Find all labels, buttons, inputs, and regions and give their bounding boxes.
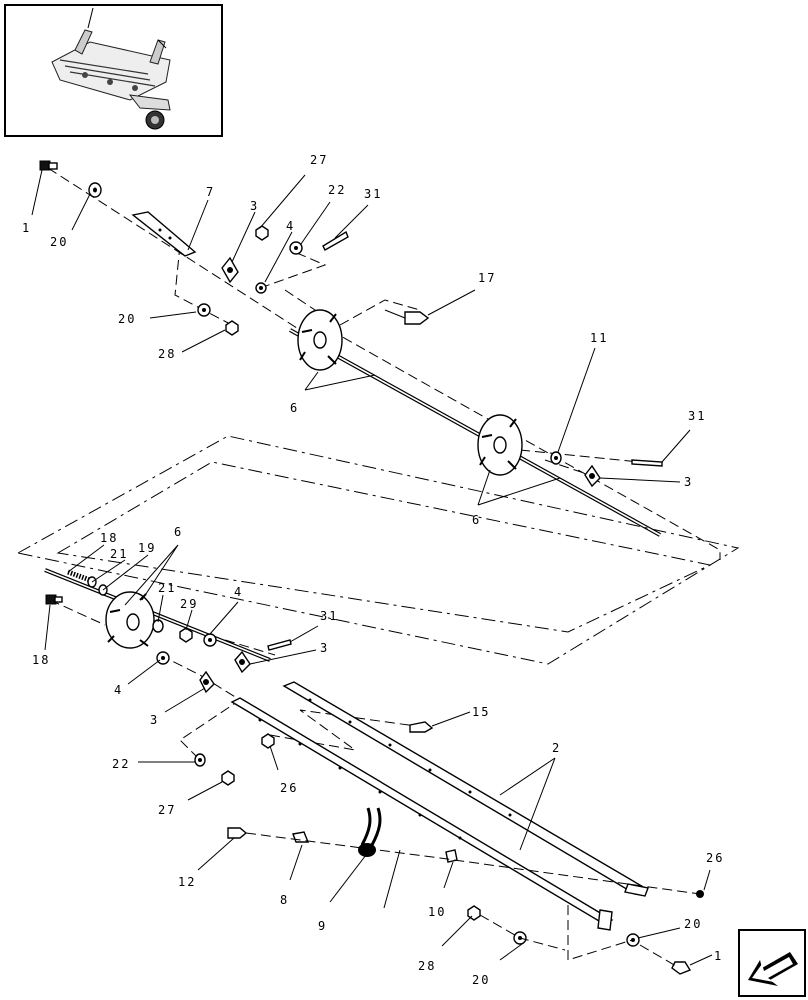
previous-page-arrow-icon[interactable]	[738, 929, 806, 997]
leader-lines-lower	[44, 544, 713, 966]
callout-3: 3	[684, 475, 693, 489]
lower-shaft-assembly	[44, 568, 704, 975]
callout-20: 20	[118, 312, 136, 326]
callout-1: 1	[22, 221, 31, 235]
callout-26: 26	[706, 851, 724, 865]
callout-22: 22	[328, 183, 346, 197]
callout-4: 4	[114, 683, 123, 697]
callout-3: 3	[150, 713, 159, 727]
callout-20: 20	[50, 235, 68, 249]
flange-part	[221, 256, 239, 284]
callout-22: 22	[112, 757, 130, 771]
callout-4: 4	[234, 585, 243, 599]
callout-10: 10	[428, 905, 446, 919]
spring-tine-part	[358, 807, 382, 857]
callout-3: 3	[250, 199, 259, 213]
callout-26: 26	[280, 781, 298, 795]
callout-28: 28	[418, 959, 436, 973]
callout-27: 27	[158, 803, 176, 817]
spring-part	[67, 569, 91, 583]
callout-1: 1	[714, 949, 723, 963]
callout-21: 21	[110, 547, 128, 561]
callout-31: 31	[320, 609, 338, 623]
callout-labels: 1 20 7 3 27 4 22 31 17 20 28 6 11 31 3 6…	[22, 153, 724, 987]
disc-part	[297, 309, 343, 371]
callout-17: 17	[478, 271, 496, 285]
callout-20: 20	[472, 973, 490, 987]
callout-12: 12	[178, 875, 196, 889]
callout-3: 3	[320, 641, 329, 655]
callout-4: 4	[286, 219, 295, 233]
dashed-outline	[16, 435, 740, 665]
callout-8: 8	[280, 893, 289, 907]
callout-11: 11	[590, 331, 608, 345]
callout-18: 18	[32, 653, 50, 667]
disc-part	[105, 591, 155, 649]
leader-lines-upper	[31, 169, 691, 506]
callout-29: 29	[180, 597, 198, 611]
callout-9: 9	[318, 919, 327, 933]
disc-part	[477, 414, 523, 476]
callout-6: 6	[472, 513, 481, 527]
callout-7: 7	[206, 185, 215, 199]
stub-shaft-part	[131, 211, 197, 257]
callout-19: 19	[138, 541, 156, 555]
callout-15: 15	[472, 705, 490, 719]
callout-2: 2	[552, 741, 561, 755]
callout-31: 31	[364, 187, 382, 201]
upper-shaft-assembly	[39, 160, 721, 560]
callout-28: 28	[158, 347, 176, 361]
tine-bar-part	[230, 681, 647, 925]
bolt-part	[39, 160, 58, 171]
callout-18: 18	[100, 531, 118, 545]
baler-machine-thumbnail	[51, 7, 171, 130]
callout-20: 20	[684, 917, 702, 931]
callout-21: 21	[158, 581, 176, 595]
inset-thumbnail	[4, 4, 223, 137]
callout-6: 6	[174, 525, 183, 539]
callout-31: 31	[688, 409, 706, 423]
callout-6: 6	[290, 401, 299, 415]
carriage-bolt-part	[384, 309, 430, 325]
callout-27: 27	[310, 153, 328, 167]
